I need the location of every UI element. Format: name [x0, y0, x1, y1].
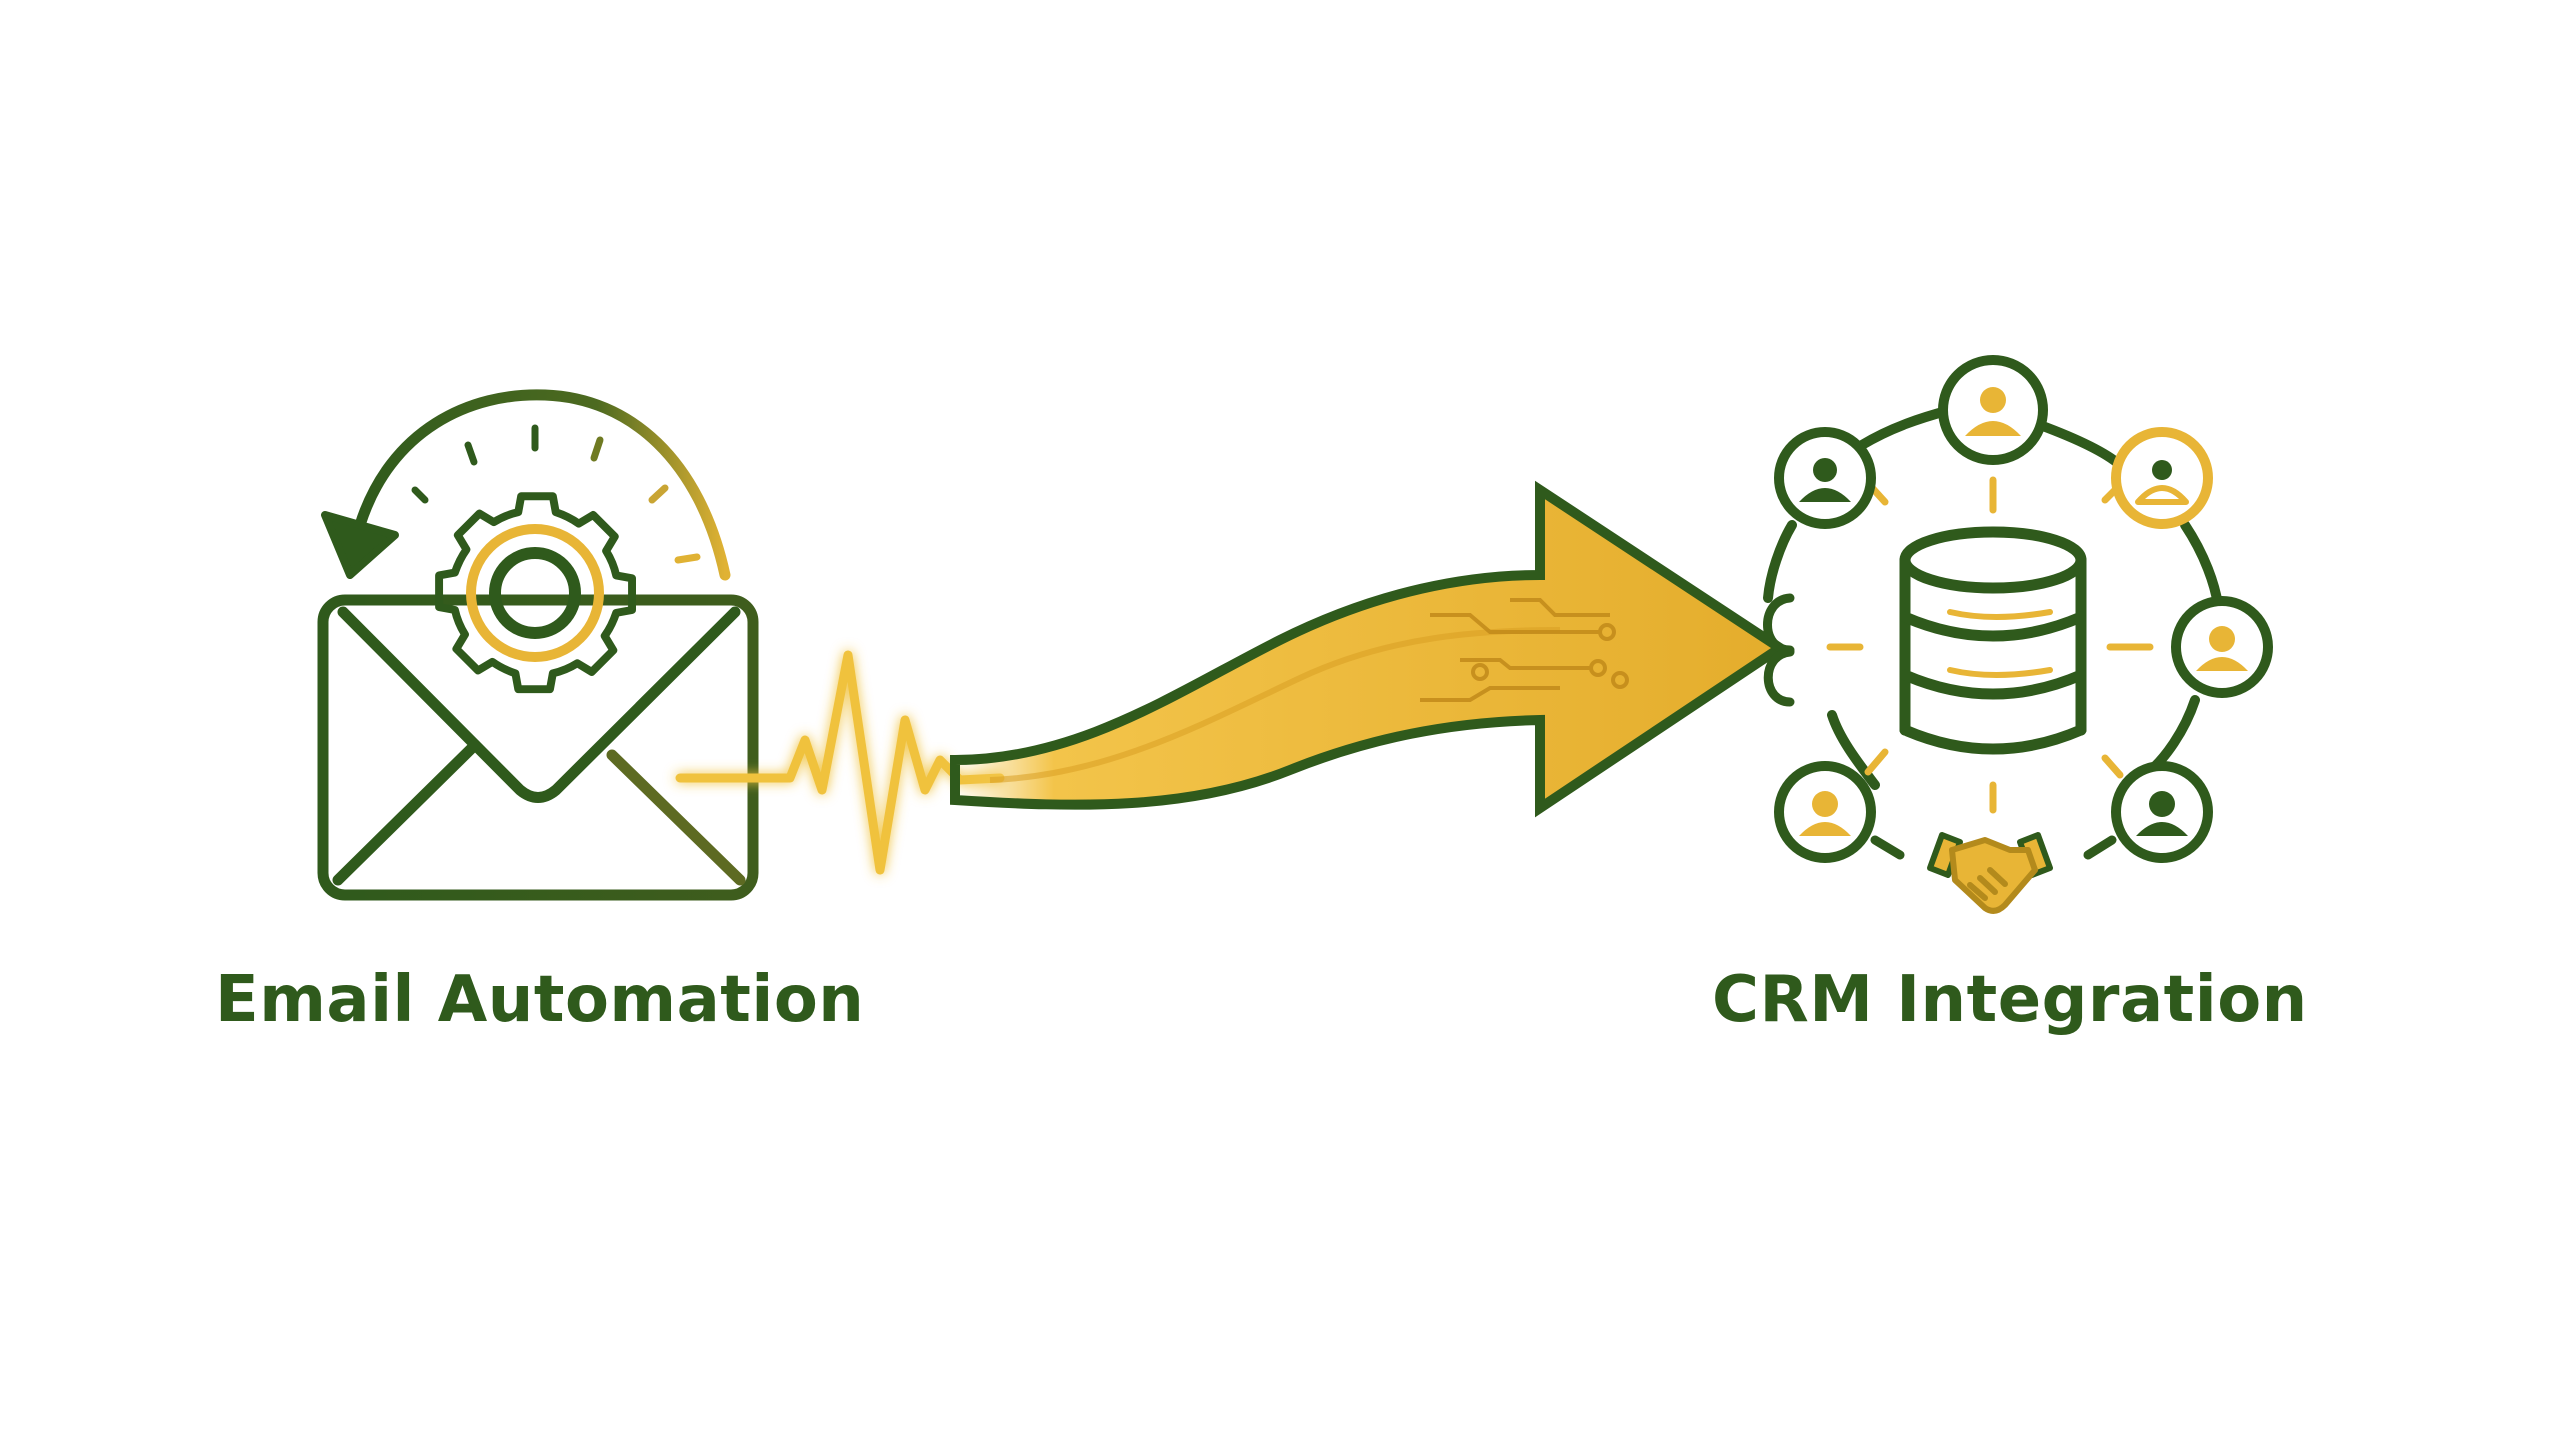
circuit-traces	[1420, 598, 1629, 702]
refresh-arrow-head	[321, 511, 399, 579]
avatar-bottom-left	[1774, 761, 1876, 863]
avatar-top	[1938, 355, 2048, 465]
handshake-icon	[1927, 832, 2053, 914]
avatar-right	[2171, 596, 2273, 698]
flow-arrow	[950, 480, 1790, 818]
avatar-top-left	[1774, 427, 1876, 529]
email-gear-icon	[317, 389, 759, 901]
crm-integration-label: CRM Integration	[1712, 963, 2308, 1037]
envelope-icon	[317, 594, 759, 901]
gear-tick-marks	[411, 424, 701, 564]
pulse-line	[675, 650, 1005, 875]
gear-icon	[435, 492, 636, 694]
avatar-top-right	[2111, 427, 2213, 529]
refresh-arc	[354, 389, 731, 581]
crm-database-network-icon	[1763, 355, 2273, 914]
avatar-bottom-right	[2111, 761, 2213, 863]
database-icon	[1899, 526, 2087, 755]
email-automation-label: Email Automation	[215, 963, 865, 1037]
